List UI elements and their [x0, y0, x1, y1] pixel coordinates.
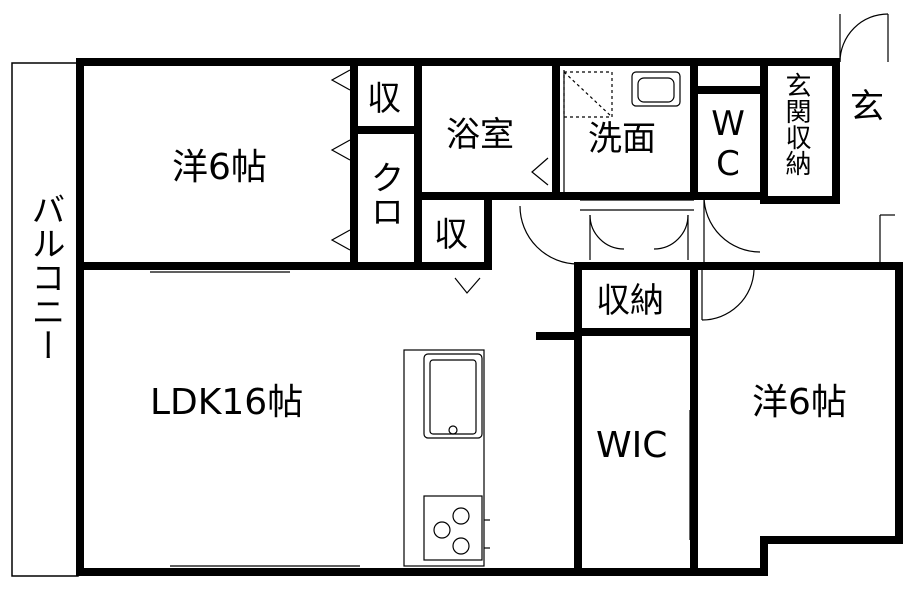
room-entrance-storage-label: 玄関収納 — [781, 72, 811, 176]
room-balcony-label: バルコニー — [25, 192, 65, 362]
room-storage-closet-label: 収納 — [596, 281, 664, 321]
thin-lines — [81, 13, 898, 567]
room-closet-label: クロ — [364, 160, 404, 228]
room-ldk-label: LDK16帖 — [150, 382, 304, 423]
room-entrance-label: 玄 — [850, 87, 884, 127]
room-wc-label: WC — [708, 104, 748, 184]
thick-walls — [76, 58, 903, 576]
room-storage-top-left-label: 収 — [367, 79, 401, 119]
room-storage-hall-label: 収 — [434, 215, 468, 255]
room-western-left-label: 洋6帖 — [172, 147, 267, 188]
room-western-right-label: 洋6帖 — [752, 382, 847, 423]
room-bath-label: 浴室 — [446, 115, 514, 155]
room-wic-label: WIC — [596, 425, 668, 466]
room-washroom-label: 洗面 — [588, 119, 656, 159]
